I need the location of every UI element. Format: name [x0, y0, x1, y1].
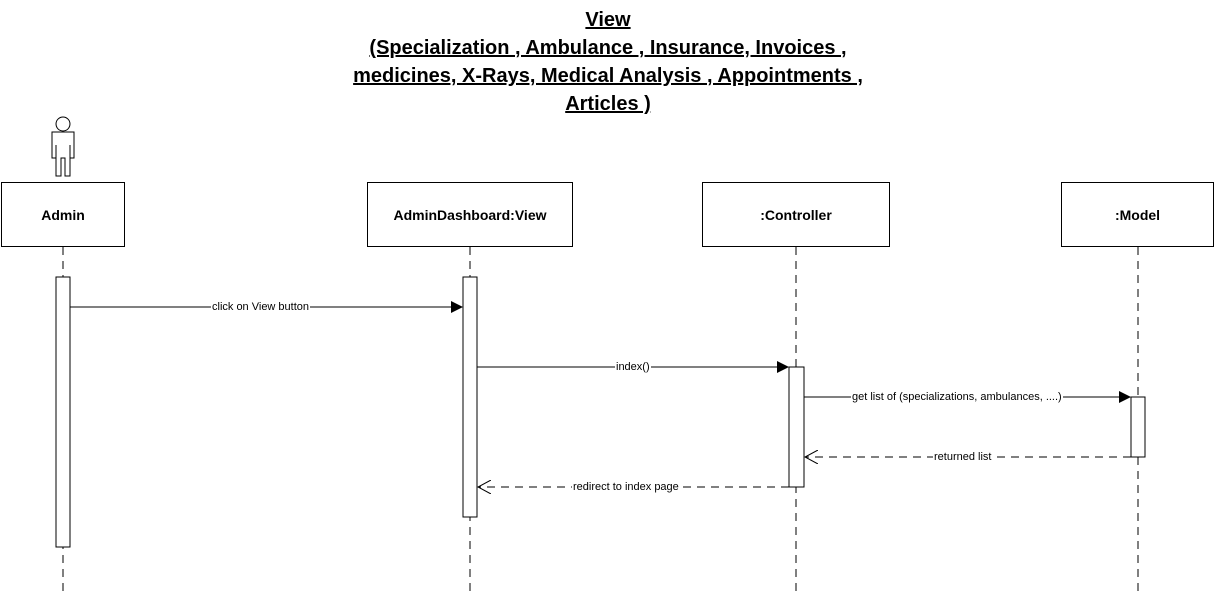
message-label-redirect: redirect to index page — [572, 480, 680, 494]
message-label-click-view: click on View button — [211, 300, 311, 314]
participant-admin: Admin — [1, 182, 125, 247]
participant-controller-label: :Controller — [760, 206, 832, 223]
activation-controller — [788, 366, 805, 488]
activation-model — [1130, 396, 1146, 458]
title-line-4: Articles ) — [565, 93, 651, 115]
participant-dashboard-label: AdminDashboard:View — [393, 206, 547, 223]
activation-dashboard — [462, 276, 478, 518]
message-label-returned-list: returned list — [933, 450, 993, 464]
message-label-index: index() — [615, 360, 651, 374]
message-label-get-list: get list of (specializations, ambulances… — [851, 390, 1063, 404]
title-line-3: medicines, X-Rays, Medical Analysis , Ap… — [353, 65, 863, 87]
participant-model: :Model — [1061, 182, 1214, 247]
participant-dashboard: AdminDashboard:View — [367, 182, 573, 247]
title-line-1: View — [585, 9, 631, 31]
participant-admin-label: Admin — [41, 206, 85, 223]
activation-admin — [55, 276, 71, 548]
diagram-title: View (Specialization , Ambulance , Insur… — [258, 6, 958, 118]
title-line-2: (Specialization , Ambulance , Insurance,… — [369, 37, 847, 59]
participant-model-label: :Model — [1114, 206, 1161, 223]
participant-controller: :Controller — [702, 182, 890, 247]
actor-icon — [51, 116, 75, 177]
